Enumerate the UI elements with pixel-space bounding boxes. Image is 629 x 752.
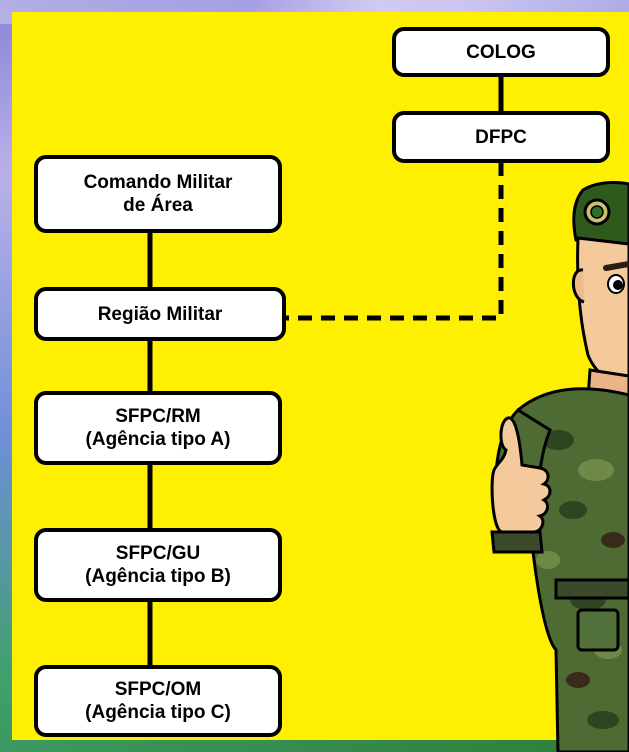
node-sfpc-gu-label-line1: SFPC/GU bbox=[115, 543, 201, 564]
node-sfpc-om: SFPC/OM (Agência tipo C) bbox=[34, 665, 282, 737]
edge-dfpc-regiao-dashed bbox=[286, 162, 504, 321]
belt-shape bbox=[554, 578, 629, 600]
node-sfpc-om-label-line2: (Agência tipo C) bbox=[85, 702, 231, 723]
node-comando-label-line1: Comando Militar bbox=[83, 172, 233, 193]
node-colog: COLOG bbox=[392, 27, 610, 77]
node-comando-label-line2: de Área bbox=[123, 195, 193, 216]
node-colog-label: COLOG bbox=[466, 41, 536, 63]
node-sfpc-gu: SFPC/GU (Agência tipo B) bbox=[34, 528, 282, 602]
node-sfpc-rm-label-line1: SFPC/RM bbox=[115, 406, 201, 427]
node-regiao-militar: Região Militar bbox=[34, 287, 286, 341]
soldier-thumbs-up-illustration bbox=[490, 181, 629, 752]
node-sfpc-om-label-line1: SFPC/OM bbox=[114, 679, 202, 700]
face-shape bbox=[576, 236, 629, 383]
node-dfpc: DFPC bbox=[392, 111, 610, 163]
node-sfpc-rm-label-line2: (Agência tipo A) bbox=[85, 429, 231, 450]
ear-shape bbox=[571, 268, 585, 304]
node-dfpc-label: DFPC bbox=[475, 126, 527, 148]
thumbs-up-hand-icon bbox=[490, 416, 552, 534]
node-sfpc-gu-label-line2: (Agência tipo B) bbox=[85, 566, 231, 587]
node-sfpc-rm: SFPC/RM (Agência tipo A) bbox=[34, 391, 282, 465]
node-regiao-label: Região Militar bbox=[97, 303, 223, 325]
node-comando-militar-de-area: Comando Militar de Área bbox=[34, 155, 282, 233]
